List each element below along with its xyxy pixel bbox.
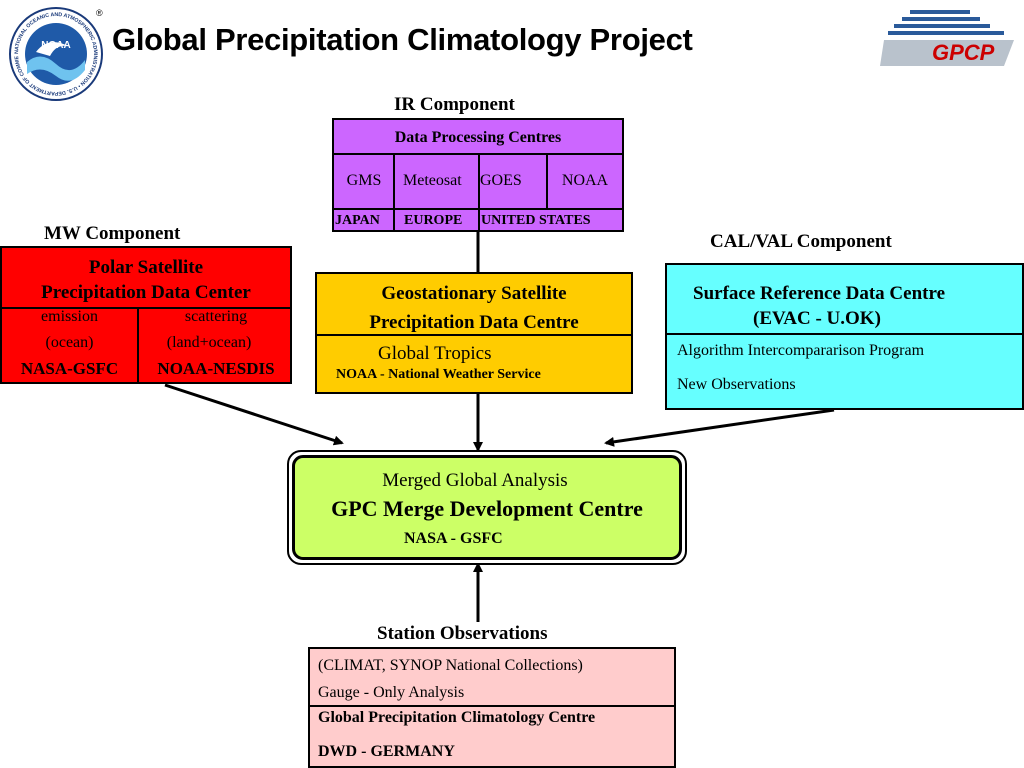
mw-component-label: MW Component	[44, 223, 181, 244]
geo-noaa-nws: NOAA - National Weather Service	[336, 367, 541, 382]
station-observations-box: (CLIMAT, SYNOP National Collections) Gau…	[308, 647, 676, 768]
mw-title-line1: Polar Satellite	[88, 257, 204, 278]
ir-col-divider-2	[478, 153, 480, 231]
ir-satellite-noaa: NOAA	[561, 172, 609, 189]
mw-to-merge-arrow	[164, 383, 344, 446]
calval-divider	[667, 333, 1022, 335]
calval-algorithm-program: Algorithm Intercompararison Program	[677, 342, 925, 359]
merge-box: Merged Global Analysis GPC Merge Develop…	[292, 455, 682, 560]
ir-region-europe: EUROPE	[404, 213, 463, 228]
station-line3: Global Precipitation Climatology Centre	[318, 709, 596, 726]
ir-col-divider-3	[546, 153, 548, 208]
calval-title-line1: Surface Reference Data Centre	[693, 283, 946, 304]
station-divider	[310, 705, 674, 707]
mw-col1-line1: emission	[41, 308, 98, 325]
ir-col-divider-1	[393, 153, 395, 231]
ir-region-japan: JAPAN	[335, 213, 380, 228]
calval-new-observations: New Observations	[677, 376, 796, 393]
noaa-logo-icon: NOAA NATIONAL OCEANIC AND ATMOSPHERIC AD…	[4, 2, 103, 101]
ir-satellite-goes: GOES	[480, 172, 522, 189]
noaa-logo-text: NOAA	[41, 40, 70, 51]
mw-component-box: Polar Satellite Precipitation Data Cente…	[0, 246, 292, 384]
ir-component-label: IR Component	[394, 94, 515, 115]
mw-col2-line1: scattering	[184, 308, 248, 325]
mw-col2-line3: NOAA-NESDIS	[157, 359, 275, 378]
station-observations-label: Station Observations	[377, 623, 548, 644]
merge-line3: NASA - GSFC	[404, 530, 503, 547]
ir-satellite-meteosat: Meteosat	[403, 172, 462, 189]
mw-col-divider	[137, 307, 139, 382]
geo-divider	[317, 334, 631, 336]
geo-title-line1: Geostationary Satellite	[381, 283, 567, 304]
page-title: Global Precipitation Climatology Project	[112, 22, 693, 57]
ir-region-united-states: UNITED STATES	[481, 213, 591, 228]
noaa-logo: NOAA NATIONAL OCEANIC AND ATMOSPHERIC AD…	[4, 2, 106, 102]
mw-col2-line2: (land+ocean)	[166, 334, 252, 351]
ir-header: Data Processing Centres	[394, 129, 562, 146]
calval-component-box: Surface Reference Data Centre (EVAC - U.…	[665, 263, 1024, 410]
mw-divider	[2, 307, 290, 309]
ir-component-box: Data Processing Centres GMS Meteosat GOE…	[332, 118, 624, 232]
geo-global-tropics: Global Tropics	[378, 343, 492, 364]
geo-title-line2: Precipitation Data Centre	[369, 312, 579, 333]
station-line1: (CLIMAT, SYNOP National Collections)	[318, 657, 583, 674]
registered-mark: ®	[96, 8, 103, 18]
station-line4: DWD - GERMANY	[318, 743, 455, 760]
geostationary-box: Geostationary Satellite Precipitation Da…	[315, 272, 633, 394]
ir-satellite-gms: GMS	[346, 172, 382, 189]
gpcp-logo-icon: GPCP	[880, 10, 1014, 66]
mw-title-line2: Precipitation Data Center	[41, 282, 251, 303]
merge-line1: Merged Global Analysis	[382, 470, 568, 491]
mw-col1-line3: NASA-GSFC	[20, 359, 119, 378]
calval-title-line2: (EVAC - U.OK)	[753, 308, 881, 329]
calval-to-merge-arrow	[604, 408, 835, 447]
calval-component-label: CAL/VAL Component	[710, 231, 892, 252]
mw-col1-line2: (ocean)	[45, 334, 94, 351]
station-line2: Gauge - Only Analysis	[318, 684, 465, 701]
gpcp-logo-text: GPCP	[932, 40, 995, 65]
merge-line2: GPC Merge Development Centre	[331, 496, 643, 521]
gpcp-logo: GPCP	[880, 8, 1020, 70]
